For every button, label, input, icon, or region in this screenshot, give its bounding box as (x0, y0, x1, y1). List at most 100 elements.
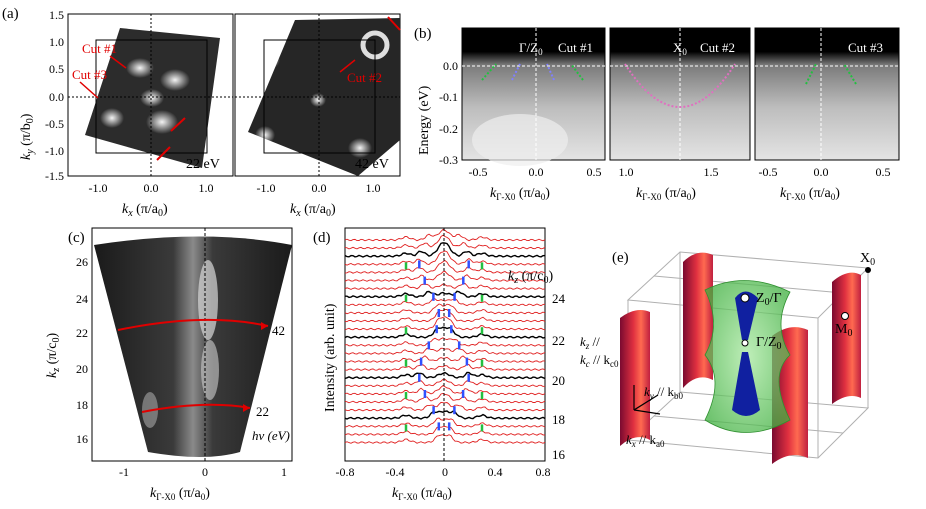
e-axis-y-label: ky // kb0 (644, 384, 684, 401)
a-xticks: -1.0 0.0 1.0 -1.0 0.0 1.0 (89, 181, 381, 195)
e-red-cylinder (683, 252, 713, 388)
a-cut2: Cut #2 (347, 70, 382, 85)
c-energy-22: 22 (256, 404, 269, 419)
a-xlabel-right: kx (π/a0) (290, 202, 336, 219)
b-ytick: 0.0 (443, 59, 458, 73)
d-ylabel: Intensity (arb. unit) (323, 303, 338, 412)
e-axis-c-label: kc // kc0 (580, 352, 619, 369)
e-label-X0: X0 (860, 251, 875, 268)
d-trace (344, 242, 546, 258)
e-red-cylinder (620, 310, 650, 446)
d-xtick: 0.4 (488, 465, 503, 479)
a-cut1-arrow (109, 55, 127, 69)
b-cut1-band (546, 63, 555, 81)
c-ylabel: kz (π/c0) (45, 333, 62, 378)
panel-d: (d) 24 22 20 18 16 kz (π/c0) Intensity (… (313, 227, 566, 502)
e-label-GZ: Γ/Z0 (756, 335, 782, 352)
b-cut3-title: Cut #3 (848, 40, 883, 55)
a-xtick: -1.0 (257, 181, 276, 195)
a-left-spot (126, 58, 154, 78)
d-trace (344, 250, 546, 266)
a-left-spot (140, 89, 164, 107)
a-ytick: -0.5 (45, 117, 64, 131)
a-left-energy: 22 eV (186, 157, 220, 172)
d-trace (344, 270, 546, 282)
b-xtick: 0.5 (587, 165, 602, 179)
a-cut1: Cut #1 (82, 41, 117, 56)
d-kz-label: 18 (552, 412, 565, 427)
panel-a: (a) 22 eV Cut #1 Cut #3 Cut #2 42 eV (2, 6, 401, 219)
b-xtick: -0.5 (469, 165, 488, 179)
c-wedge (94, 236, 292, 457)
a-right-spot (310, 93, 326, 107)
d-trace (344, 326, 546, 339)
e-blue-cone (735, 291, 758, 340)
a-right-energy: 42 eV (355, 157, 389, 172)
b-cut3-image (754, 27, 900, 161)
d-trace (344, 417, 546, 428)
d-trace (344, 316, 546, 331)
b-ylabel: Energy (eV) (417, 85, 432, 155)
d-trace (344, 282, 546, 290)
e-axis-x-label: kx // ka0 (626, 432, 665, 449)
b-xtick: -0.5 (759, 165, 778, 179)
c-xticks: -1 0 1 (119, 465, 287, 479)
a-left-spot (160, 69, 190, 91)
c-ytick: 18 (76, 398, 88, 412)
a-xtick: 1.0 (199, 181, 214, 195)
b-xlabel-1: kΓ-X0 (π/a0) (490, 186, 550, 202)
b-xtick: 1.0 (619, 165, 634, 179)
a-left-marker (170, 117, 186, 132)
d-trace (345, 290, 546, 299)
c-arc-42 (117, 318, 269, 331)
d-xtick: 0 (442, 465, 448, 479)
panel-b-label: (b) (414, 26, 432, 42)
d-xtick: 0.8 (536, 465, 551, 479)
d-trace (344, 393, 546, 404)
a-ytick: -1.5 (45, 169, 64, 183)
c-yticks: 26 24 22 20 18 16 (76, 255, 88, 446)
d-trace (344, 434, 546, 444)
a-left-spot (146, 110, 178, 134)
a-xtick: -1.0 (89, 181, 108, 195)
d-trace (344, 401, 546, 412)
c-energy-42: 42 (272, 323, 285, 338)
d-trace (344, 410, 546, 420)
b-yticks: 0.0 -0.1 -0.2 -0.3 (439, 59, 458, 167)
b-xlabel-3: kΓ-X0 (π/a0) (780, 186, 840, 202)
b-xlabel-2: kΓ-X0 (π/a0) (636, 186, 696, 202)
e-axis-x (633, 409, 661, 415)
e-blue-cone (732, 352, 760, 416)
b-cut1-band (570, 63, 584, 81)
b-xtick: 0.0 (529, 165, 544, 179)
e-red-cylinder (832, 272, 861, 404)
d-kz-label: 22 (552, 333, 565, 348)
e-point-X0 (865, 267, 871, 273)
c-ytick: 26 (76, 255, 88, 269)
b-cut1-band (481, 63, 497, 81)
a-right-spot (260, 51, 280, 69)
c-xtick: 1 (281, 465, 287, 479)
a-cut2-arrow (339, 59, 356, 73)
c-ytick: 20 (76, 362, 88, 376)
c-frame (91, 227, 293, 462)
c-ytick: 16 (76, 432, 88, 446)
panel-a-label: (a) (2, 6, 19, 22)
c-xtick: 0 (202, 465, 208, 479)
a-xtick: 0.0 (312, 181, 327, 195)
e-point-GZ (741, 339, 749, 347)
e-label-M0: M0 (835, 322, 852, 339)
e-point-M0 (841, 312, 849, 320)
a-ytick: -1.0 (45, 144, 64, 158)
b-xtick: 1.5 (704, 165, 719, 179)
e-label-ZG: Z0/Γ (756, 291, 782, 308)
e-axis-z-label: kz // (580, 334, 600, 351)
c-ytick: 24 (76, 292, 88, 306)
b-cut2-band (624, 63, 736, 108)
d-trace (344, 337, 546, 347)
a-ytick: 0.0 (49, 90, 64, 104)
a-cut3: Cut #3 (72, 67, 107, 82)
b-cut1-point: Γ/Z0 (519, 40, 543, 57)
b-ytick: -0.3 (439, 153, 458, 167)
